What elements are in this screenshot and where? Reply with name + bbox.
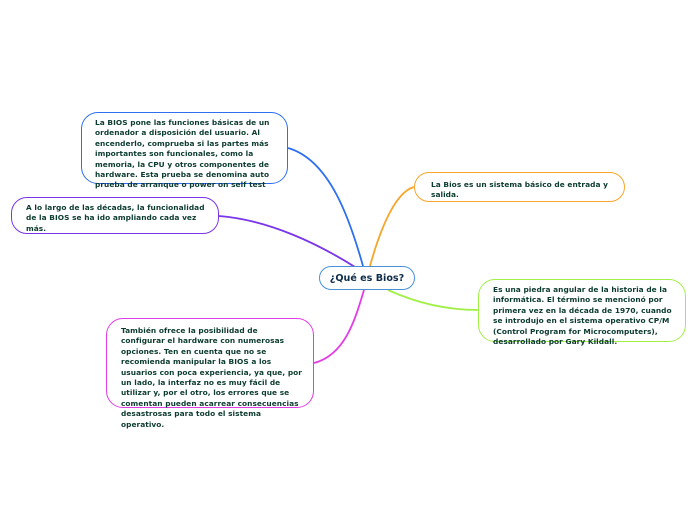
- connector-branch-3: [313, 289, 365, 364]
- connector-branch-1: [287, 147, 364, 267]
- connector-branch-5: [387, 289, 479, 311]
- central-topic-label: ¿Qué es Bios?: [329, 272, 405, 284]
- branch-node-bios-evolution[interactable]: A lo largo de las décadas, la funcionali…: [11, 197, 219, 234]
- branch-node-text: A lo largo de las décadas, la funcionali…: [26, 203, 205, 233]
- branch-node-text: La Bios es un sistema básico de entrada …: [431, 180, 608, 200]
- central-topic-node[interactable]: ¿Qué es Bios?: [319, 266, 415, 290]
- branch-node-bios-definition[interactable]: La Bios es un sistema básico de entrada …: [414, 172, 625, 202]
- branch-node-text: Es una piedra angular de la historia de …: [493, 285, 672, 347]
- branch-node-text: La BIOS pone las funciones básicas de un…: [95, 118, 270, 190]
- branch-node-bios-functions[interactable]: La BIOS pone las funciones básicas de un…: [81, 112, 288, 189]
- branch-node-bios-configuration[interactable]: También ofrece la posibilidad de configu…: [106, 318, 314, 429]
- branch-node-bios-history[interactable]: Es una piedra angular de la historia de …: [478, 279, 686, 346]
- branch-node-text: También ofrece la posibilidad de configu…: [121, 326, 302, 429]
- connector-branch-4: [369, 186, 415, 267]
- connector-branch-2: [218, 215, 356, 268]
